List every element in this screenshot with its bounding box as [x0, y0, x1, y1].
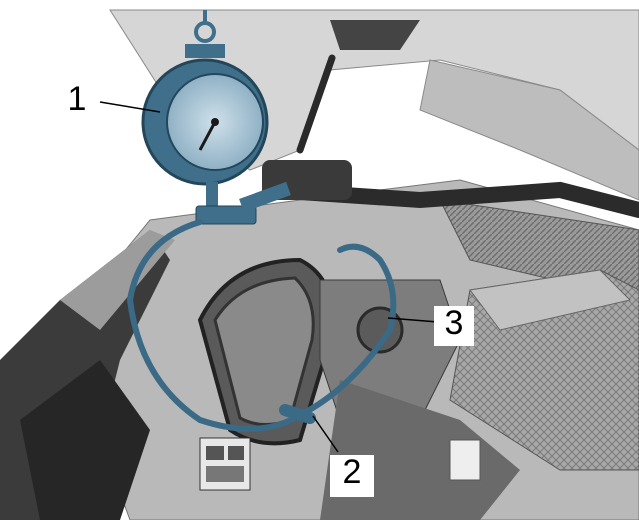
callout-3: 3: [434, 306, 474, 346]
hood-strut: [296, 54, 336, 154]
tester-hose: [126, 219, 397, 432]
callout-1: 1: [60, 82, 94, 122]
pressure-tester: [141, 10, 291, 225]
callout-2: 2: [330, 455, 374, 497]
warning-label: [199, 437, 251, 491]
